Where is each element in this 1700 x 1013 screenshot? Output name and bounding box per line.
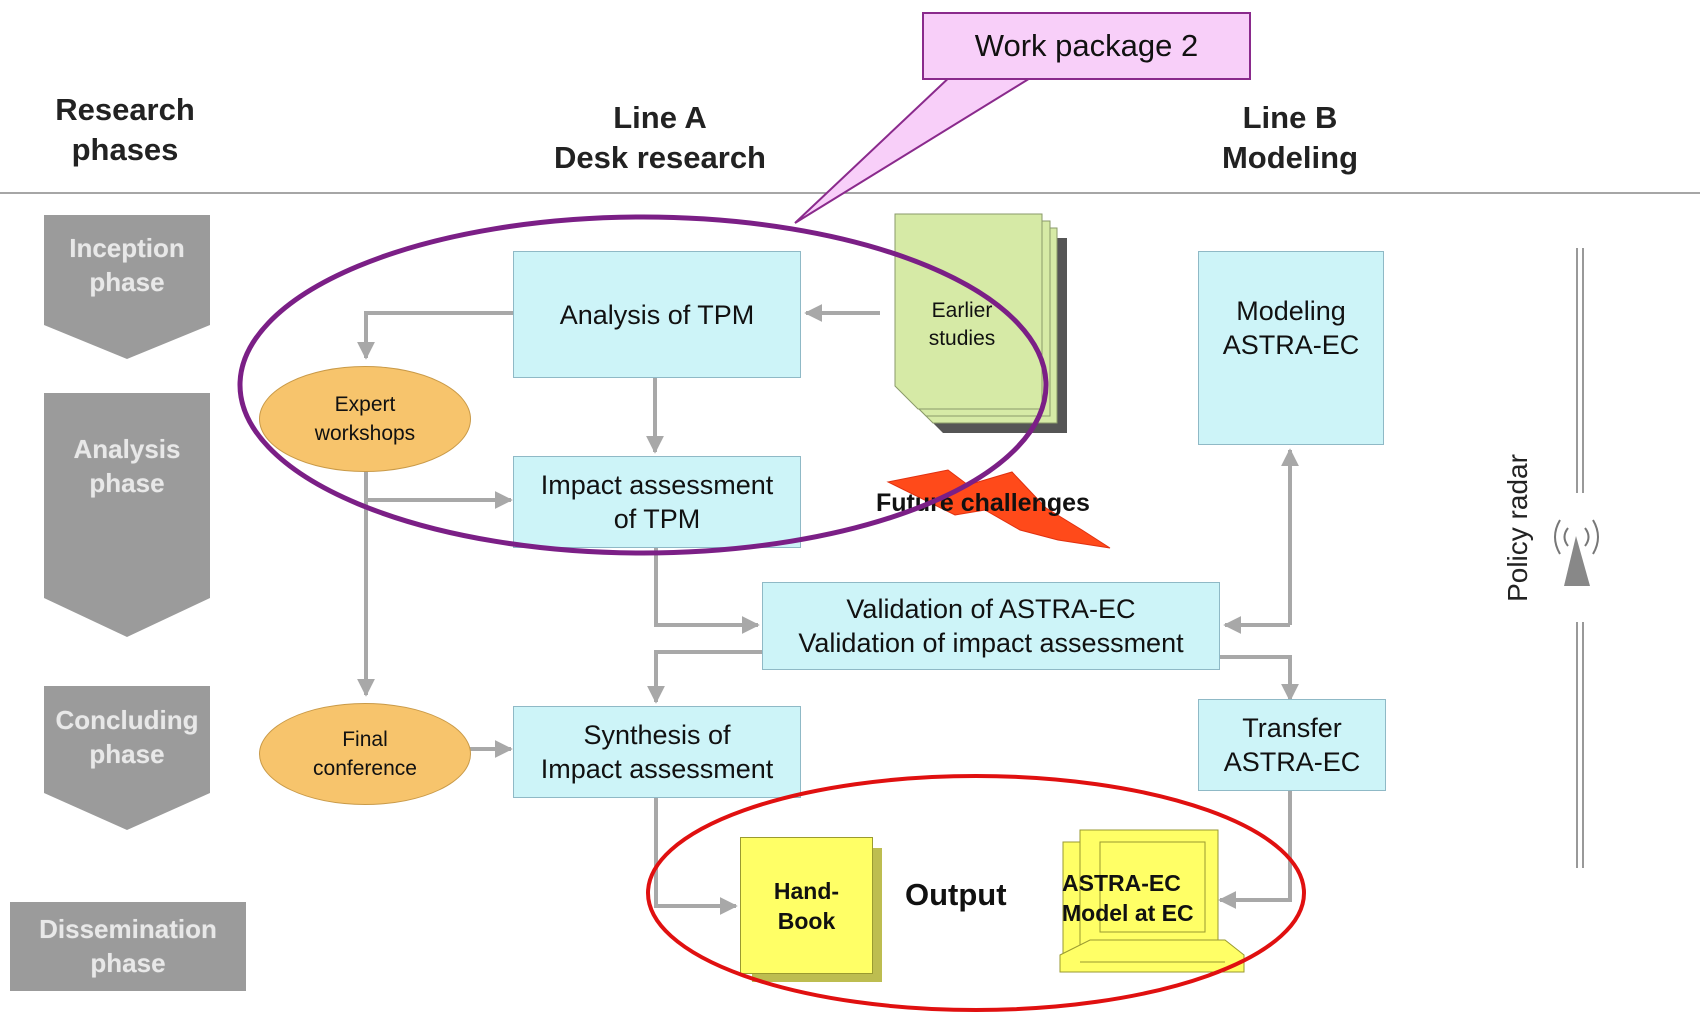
policy-radar-label: Policy radar	[1502, 454, 1533, 602]
node-earlier-line2: studies	[928, 327, 996, 350]
phase-concluding-line2: phase	[89, 739, 165, 769]
phase-analysis-line1: Analysis	[73, 434, 181, 464]
header-line-a-subtitle: Desk research	[554, 140, 766, 175]
header-line-b-subtitle: Modeling	[1221, 140, 1359, 175]
output-label: Output	[905, 877, 1007, 912]
node-handbook: Hand- Book	[740, 837, 873, 974]
node-impact-line2: of TPM	[613, 504, 701, 534]
node-astra-model: ASTRA-EC Model at EC	[1062, 868, 1194, 928]
node-astra-line2: Model at EC	[1062, 900, 1194, 926]
node-earlier-studies: Earlier studies	[903, 297, 1021, 353]
node-validation-line2: Validation of impact assessment	[798, 628, 1184, 658]
policy-radar-bar	[1576, 248, 1584, 868]
node-modeling-line1: Modeling	[1236, 296, 1346, 326]
phase-concluding: Concluding phase	[36, 703, 218, 771]
node-transfer-line2: ASTRA-EC	[1223, 747, 1361, 777]
header-line-b: Line B Modeling	[1160, 98, 1420, 178]
node-analysis-tpm-label: Analysis of TPM	[559, 299, 755, 330]
node-handbook-line2: Book	[777, 907, 836, 934]
node-synthesis: Synthesis of Impact assessment	[513, 706, 801, 798]
phase-arrow-analysis	[44, 393, 210, 637]
node-conference-line1: Final	[342, 728, 388, 751]
phase-box-dissemination	[10, 902, 246, 991]
edge-impact-to-validation	[654, 547, 760, 634]
node-transfer: Transfer ASTRA-EC	[1198, 699, 1386, 791]
node-synthesis-line2: Impact assessment	[540, 754, 774, 784]
node-impact-assessment: Impact assessment of TPM	[513, 456, 801, 548]
node-validation-line1: Validation of ASTRA-EC	[846, 594, 1136, 624]
node-earlier-line1: Earlier	[931, 299, 993, 322]
header-research-line1: Research	[55, 92, 195, 127]
edge-synthesis-to-handbook	[654, 797, 738, 915]
node-handbook-line1: Hand-	[773, 877, 840, 904]
node-analysis-tpm: Analysis of TPM	[513, 251, 801, 378]
edge-validation-to-synthesis	[647, 650, 762, 704]
node-transfer-line1: Transfer	[1242, 713, 1342, 743]
phase-concluding-line1: Concluding	[55, 705, 199, 735]
phase-dissemination-line2: phase	[90, 948, 166, 978]
node-modeling: Modeling ASTRA-EC	[1198, 251, 1384, 445]
node-final-conference: Final conference	[259, 703, 471, 805]
header-line-a-title: Line A	[613, 100, 707, 135]
node-workshops-line1: Expert	[334, 393, 396, 416]
phase-inception: Inception phase	[44, 231, 210, 299]
node-impact-line1: Impact assessment	[540, 470, 774, 500]
edge-transfer-to-model	[1218, 790, 1292, 909]
edge-analysis-to-workshops	[357, 311, 513, 360]
phase-arrow-concluding	[44, 686, 210, 830]
radar-antenna-icon	[1554, 519, 1599, 586]
node-modeling-line2: ASTRA-EC	[1222, 330, 1360, 360]
phase-inception-line2: phase	[89, 267, 165, 297]
header-line-b-title: Line B	[1242, 100, 1338, 135]
node-workshops-line2: workshops	[314, 422, 416, 445]
node-expert-workshops: Expert workshops	[259, 366, 471, 472]
callout-pointer	[794, 71, 1044, 224]
future-challenges-label: Future challenges	[876, 489, 1090, 517]
node-synthesis-line1: Synthesis of	[583, 720, 731, 750]
work-package-callout: Work package 2	[922, 12, 1251, 80]
phase-analysis-line2: phase	[89, 468, 165, 498]
header-research-phases: Research phases	[20, 90, 230, 170]
phase-arrow-inception	[44, 215, 210, 359]
phase-analysis: Analysis phase	[44, 432, 210, 500]
edge-validation-to-transfer	[1220, 655, 1299, 702]
phase-inception-line1: Inception	[69, 233, 185, 263]
phase-dissemination-line1: Dissemination	[39, 914, 217, 944]
node-validation: Validation of ASTRA-EC Validation of imp…	[762, 582, 1220, 670]
node-astra-line1: ASTRA-EC	[1062, 870, 1181, 896]
phase-dissemination: Dissemination phase	[10, 912, 246, 980]
header-line-a: Line A Desk research	[500, 98, 820, 178]
header-research-line2: phases	[71, 132, 179, 167]
node-conference-line2: conference	[313, 757, 417, 780]
work-package-label: Work package 2	[974, 28, 1199, 63]
